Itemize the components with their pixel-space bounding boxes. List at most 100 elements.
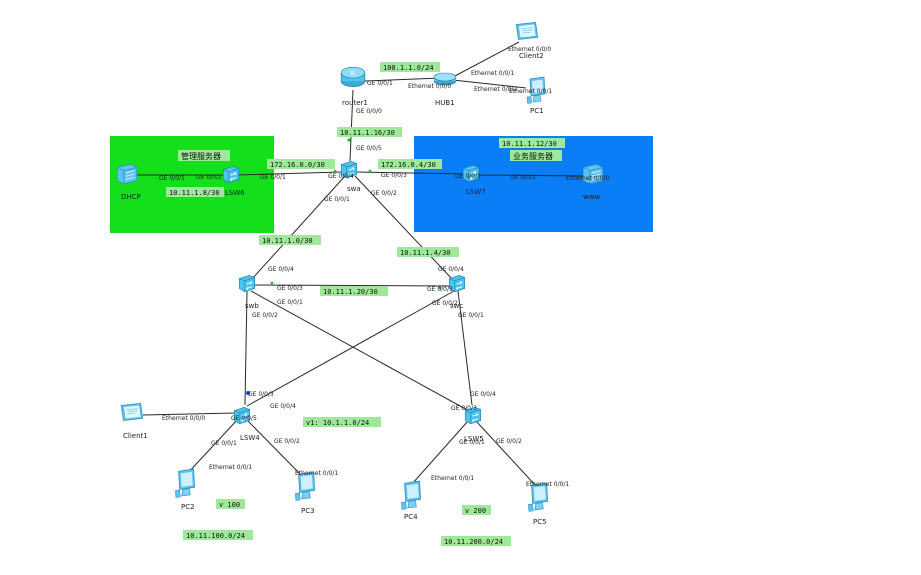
port-label: GE 0/0/2	[496, 438, 522, 445]
pc3[interactable]: PC3	[294, 471, 316, 515]
router1-label: router1	[342, 99, 368, 107]
svg-text:10.11.200.0/24: 10.11.200.0/24	[444, 538, 503, 546]
port-label: Ethernet 0/0/1	[526, 481, 569, 488]
svg-text:v1: 10.1.1.0/24: v1: 10.1.1.0/24	[306, 419, 369, 427]
lsw5[interactable]: LSW5	[464, 406, 484, 443]
port-label: GE 0/0/0	[356, 108, 382, 115]
port-label: Ethernet 0/0/1	[431, 475, 474, 482]
link-lsw5-pc5	[475, 420, 537, 487]
pc5[interactable]: PC5	[527, 482, 549, 526]
link-swa-swb	[251, 175, 346, 280]
link-lsw7-www	[477, 174, 588, 177]
port-label: Ethernet 0/0/1	[509, 88, 552, 95]
www-label: www	[583, 193, 600, 201]
port-label: GE 0/0/3	[381, 172, 407, 179]
lsw4[interactable]: LSW4	[233, 406, 260, 442]
port-label: Ethernet 0/0/2	[474, 86, 517, 93]
swb[interactable]: swb	[238, 274, 259, 310]
port-label: Ethernet 0/0/1	[209, 464, 252, 471]
links	[134, 41, 588, 487]
pc1-label: PC1	[530, 107, 544, 115]
swb-label: swb	[245, 302, 259, 310]
hub1-label: HUB1	[435, 99, 455, 107]
port-label: GE 0/0/3	[427, 286, 453, 293]
client2[interactable]: Client2	[515, 21, 544, 60]
link-swc-lsw4	[246, 290, 455, 407]
biz-zone-title: 业务服务器	[510, 150, 562, 161]
pc4-label: PC4	[404, 513, 418, 521]
port-label: GE 0/0/4	[268, 266, 294, 273]
pc1[interactable]: PC1	[526, 76, 546, 115]
router1[interactable]: router1	[340, 66, 368, 107]
net-vlan100: v 100	[216, 499, 245, 509]
port-label: GE 0/0/1	[367, 80, 393, 87]
port-label: GE 0/0/1	[455, 173, 481, 180]
swa[interactable]: swa	[340, 160, 361, 193]
pc2[interactable]: PC2	[174, 468, 196, 511]
port-label: GE 0/0/5	[231, 415, 257, 422]
lsw5-label: LSW5	[464, 435, 484, 443]
swc[interactable]: swc	[448, 274, 466, 310]
lsw6[interactable]: LSW6	[222, 165, 245, 197]
svg-text:业务服务器: 业务服务器	[513, 151, 553, 161]
svg-text:10.11.1.20/30: 10.11.1.20/30	[323, 288, 378, 296]
link-lsw5-pc4	[411, 420, 469, 485]
link-lsw6-swa	[236, 171, 343, 176]
port-indicators	[246, 138, 442, 395]
net-10-11-1-4: 10.11.1.4/30	[397, 247, 459, 257]
client2-label: Client2	[519, 52, 544, 60]
dhcp-server[interactable]: DHCP	[116, 163, 141, 201]
port-label: GE 0/0/2	[432, 300, 458, 307]
link-swb-swc	[253, 284, 454, 287]
port-label: GE 0/0/2	[510, 174, 536, 181]
net-172-16-0-0: 172.16.0.0/30	[267, 159, 335, 169]
link-swb-lsw5	[250, 290, 472, 413]
link-router1-hub1	[364, 77, 442, 82]
net-10-11-1-20: 10.11.1.20/30	[320, 286, 388, 296]
lsw7[interactable]: LSW7	[462, 164, 486, 196]
svg-text:10.11.1.8/30: 10.11.1.8/30	[169, 189, 220, 197]
swa-label: swa	[347, 185, 361, 193]
svg-text:10.11.1.12/30: 10.11.1.12/30	[502, 140, 557, 148]
svg-text:v 100: v 100	[219, 501, 240, 509]
svg-text:10.11.1.16/30: 10.11.1.16/30	[340, 129, 395, 137]
svg-text:172.16.0.4/30: 172.16.0.4/30	[381, 161, 436, 169]
port-labels: GE 0/0/1 Ethernet 0/0/0 Ethernet 0/0/0 E…	[159, 46, 609, 488]
port-label: Ethernet 0/0/0	[508, 46, 551, 53]
port-label: GE 0/0/4	[438, 266, 464, 273]
port-label: GE 0/0/1	[458, 312, 484, 319]
dhcp-label: DHCP	[121, 193, 141, 201]
port-label: Ethernet 0/0/1	[295, 470, 338, 477]
port-label: GE 0/0/4	[470, 391, 496, 398]
net-10-11-100-0: 10.11.100.0/24	[183, 530, 253, 540]
port-label: Ethernet 0/0/0	[162, 415, 205, 422]
net-10-11-1-8: 10.11.1.8/30	[166, 187, 224, 197]
port-label: GE 0/0/4	[270, 403, 296, 410]
link-lsw4-pc2	[185, 418, 239, 476]
link-swa-lsw7	[355, 171, 469, 175]
net-100-1-1-0: 100.1.1.0/24	[380, 62, 440, 72]
client1-label: Client1	[123, 432, 148, 440]
link-swa-swc	[354, 175, 454, 281]
pc2-label: PC2	[181, 503, 195, 511]
port-label: GE 0/0/1	[459, 439, 485, 446]
svg-text:172.16.0.0/30: 172.16.0.0/30	[270, 161, 325, 169]
port-label: GE 0/0/1	[159, 175, 185, 182]
link-lsw4-client1	[142, 412, 237, 416]
port-label: GE 0/0/3	[248, 391, 274, 398]
pc5-label: PC5	[533, 518, 547, 526]
link-lsw4-pc3	[245, 418, 305, 479]
link-hub1-pc1	[452, 79, 527, 89]
link-swc-lsw5	[457, 290, 473, 406]
net-10-11-1-16: 10.11.1.16/30	[337, 127, 402, 137]
port-label: GE 0/0/4	[328, 173, 354, 180]
lsw7-label: LSW7	[466, 188, 486, 196]
svg-text:100.1.1.0/24: 100.1.1.0/24	[383, 64, 434, 72]
lsw4-label: LSW4	[240, 434, 260, 442]
client1[interactable]: Client1	[120, 402, 148, 440]
port-label: Ethernet 0/0/1	[471, 70, 514, 77]
www-server[interactable]: www	[582, 163, 604, 201]
port-label: GE 0/0/1	[324, 196, 350, 203]
hub1[interactable]: HUB1	[433, 72, 457, 107]
pc4[interactable]: PC4	[400, 480, 422, 521]
